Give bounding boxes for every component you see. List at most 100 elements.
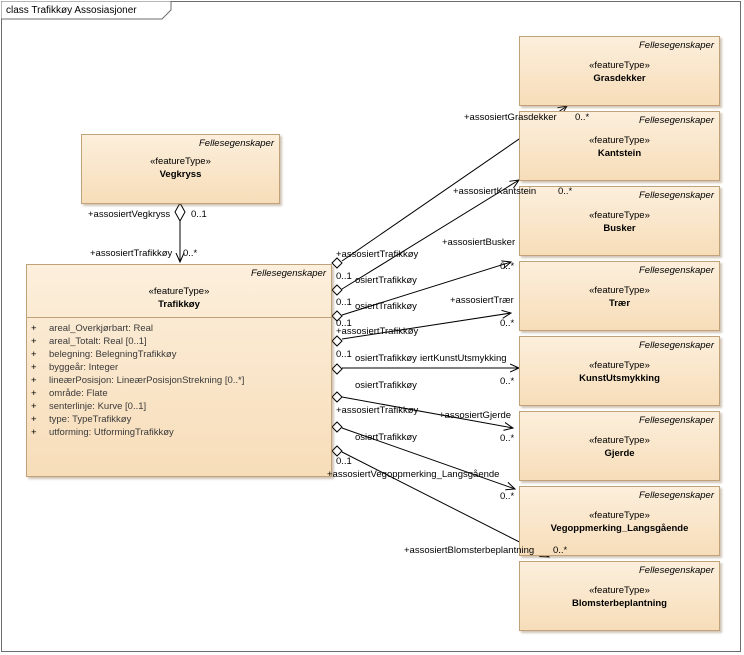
role-label-source-5: osiertTrafikkøy [355,353,417,364]
visibility-marker: + [31,388,37,399]
tag-fellesegenskaper: Fellesegenskaper [639,340,714,351]
aggregation-diamond-6 [331,391,343,403]
assoc-kantstein-line [341,180,519,290]
stereotype-label: «featureType» [150,156,211,167]
tag-fellesegenskaper: Fellesegenskaper [639,565,714,576]
aggregation-diamond-4 [331,335,343,347]
tag-fellesegenskaper: Fellesegenskaper [251,268,326,279]
aggregation-diamond-5 [331,363,343,375]
class-blomsterbeplantning[interactable]: Fellesegenskaper «featureType» Blomsterb… [519,561,720,631]
assoc-vegoppmerking-line [341,427,515,489]
title-tab-shape [1,1,172,20]
assoc-blomster-line [341,451,549,557]
stereotype-label: «featureType» [589,135,650,146]
role-label-source-7: +assosiertTrafikkøy [336,405,419,416]
assoc-gjerde-line [341,396,513,428]
class-traer[interactable]: Fellesegenskaper «featureType» Trær [519,261,720,331]
stereotype-label: «featureType» [589,585,650,596]
role-label-traer: +assosiertTrær [450,295,514,306]
class-name: Kantstein [597,148,642,159]
aggregation-diamond-1 [331,257,343,269]
class-trafikkoy[interactable]: Fellesegenskaper «featureType» Trafikkøy… [26,264,332,477]
aggregation-diamond-8 [331,445,343,457]
role-label-source-4: +assosiertTrafikkøy [336,326,419,337]
tag-fellesegenskaper: Fellesegenskaper [639,115,714,126]
multiplicity-kantstein: 0..* [558,186,573,197]
multiplicity-busker: 0..* [500,261,515,272]
role-label-vegoppmerking: +assosiertVegoppmerking_Langsgående [327,469,500,480]
role-label-source-8: osiertTrafikkøy [355,432,417,443]
multiplicity-source-8: 0..1 [336,456,352,467]
multiplicity-kunstutsmykking: 0..* [500,376,515,387]
tag-fellesegenskaper: Fellesegenskaper [639,265,714,276]
multiplicity-trafikkoy-top: 0..* [183,248,198,259]
class-gjerde[interactable]: Fellesegenskaper «featureType» Gjerde [519,411,720,481]
class-kantstein[interactable]: Fellesegenskaper «featureType» Kantstein [519,111,720,181]
class-name: Busker [603,223,636,234]
stereotype-label: «featureType» [589,510,650,521]
class-grasdekker[interactable]: Fellesegenskaper «featureType» Grasdekke… [519,36,720,106]
attribute-text: område: Flate [49,388,108,399]
role-label-source-6: osiertTrafikkøy [355,380,417,391]
stereotype-label: «featureType» [589,360,650,371]
tag-fellesegenskaper: Fellesegenskaper [639,490,714,501]
class-name: KunstUtsmykking [579,373,660,384]
multiplicity-source-3: 0..1 [336,318,352,329]
tag-fellesegenskaper: Fellesegenskaper [639,190,714,201]
visibility-marker: + [31,349,37,360]
role-label-gjerde: +assosiertGjerde [439,410,512,421]
multiplicity-source-4: 0..1 [336,349,352,360]
multiplicity-grasdekker: 0..* [575,112,590,123]
attribute-text: type: TypeTrafikkøy [49,414,132,425]
aggregation-diamond-2 [331,284,343,296]
attribute-text: byggeår: Integer [49,362,119,373]
class-vegoppmerking-langsgaende[interactable]: Fellesegenskaper «featureType» Vegoppmer… [519,486,720,556]
stereotype-label: «featureType» [589,210,650,221]
multiplicity-vegkryss: 0..1 [191,209,207,220]
aggregation-diamond-3 [331,310,343,322]
role-label-trafikkoy-top: +assosiertTrafikkøy [90,248,173,259]
class-name: Vegoppmerking_Langsgående [550,523,689,534]
class-busker[interactable]: Fellesegenskaper «featureType» Busker [519,186,720,256]
tag-fellesegenskaper: Fellesegenskaper [639,40,714,51]
stereotype-label: «featureType» [589,60,650,71]
role-label-kantstein: +assosiertKantstein [453,186,537,197]
tag-fellesegenskaper: Fellesegenskaper [199,138,274,149]
stereotype-label: «featureType» [589,435,650,446]
attribute-text: areal_Totalt: Real [0..1] [49,336,147,347]
class-name: Vegkryss [159,169,202,180]
multiplicity-source-1: 0..1 [336,271,352,282]
stereotype-label: «featureType» [148,286,210,297]
role-label-kunstutsmykking: iertKunstUtsmykking [420,353,507,364]
role-label-busker: +assosiertBusker [442,237,516,248]
attribute-text: utforming: UtformingTrafikkøy [49,427,174,438]
role-label-vegkryss: +assosiertVegkryss [88,209,171,220]
diagram-title: class Trafikkøy Assosiasjoner [6,5,137,16]
visibility-marker: + [31,375,37,386]
attribute-divider [27,317,331,318]
class-kunstutsmykking[interactable]: Fellesegenskaper «featureType» KunstUtsm… [519,336,720,406]
role-label-source-1: +assosiertTrafikkøy [336,249,419,260]
multiplicity-blomsterbeplantning: 0..* [553,545,568,556]
multiplicity-vegoppmerking: 0..* [500,491,515,502]
class-name: Gjerde [604,448,635,459]
attribute-text: lineærPosisjon: LineærPosisjonStrekning … [49,375,245,386]
visibility-marker: + [31,362,37,373]
multiplicity-source-2: 0..1 [336,297,352,308]
class-vegkryss[interactable]: Fellesegenskaper «featureType» Vegkryss [81,134,280,204]
visibility-marker: + [31,427,37,438]
class-name: Trafikkøy [158,299,200,310]
role-label-source-3: osiertTrafikkøy [355,301,417,312]
assoc-traer-line [341,313,511,340]
class-name: Grasdekker [593,73,646,84]
attribute-text: areal_Overkjørbart: Real [49,323,154,334]
role-label-blomsterbeplantning: +assosiertBlomsterbeplantning [404,545,535,556]
role-label-source-2: osiertTrafikkøy [355,275,417,286]
attribute-text: belegning: BelegningTrafikkøy [49,349,177,360]
class-name: Trær [608,298,631,309]
attribute-text: senterlinje: Kurve [0..1] [49,401,147,412]
multiplicity-gjerde: 0..* [500,433,515,444]
visibility-marker: + [31,336,37,347]
visibility-marker: + [31,323,37,334]
